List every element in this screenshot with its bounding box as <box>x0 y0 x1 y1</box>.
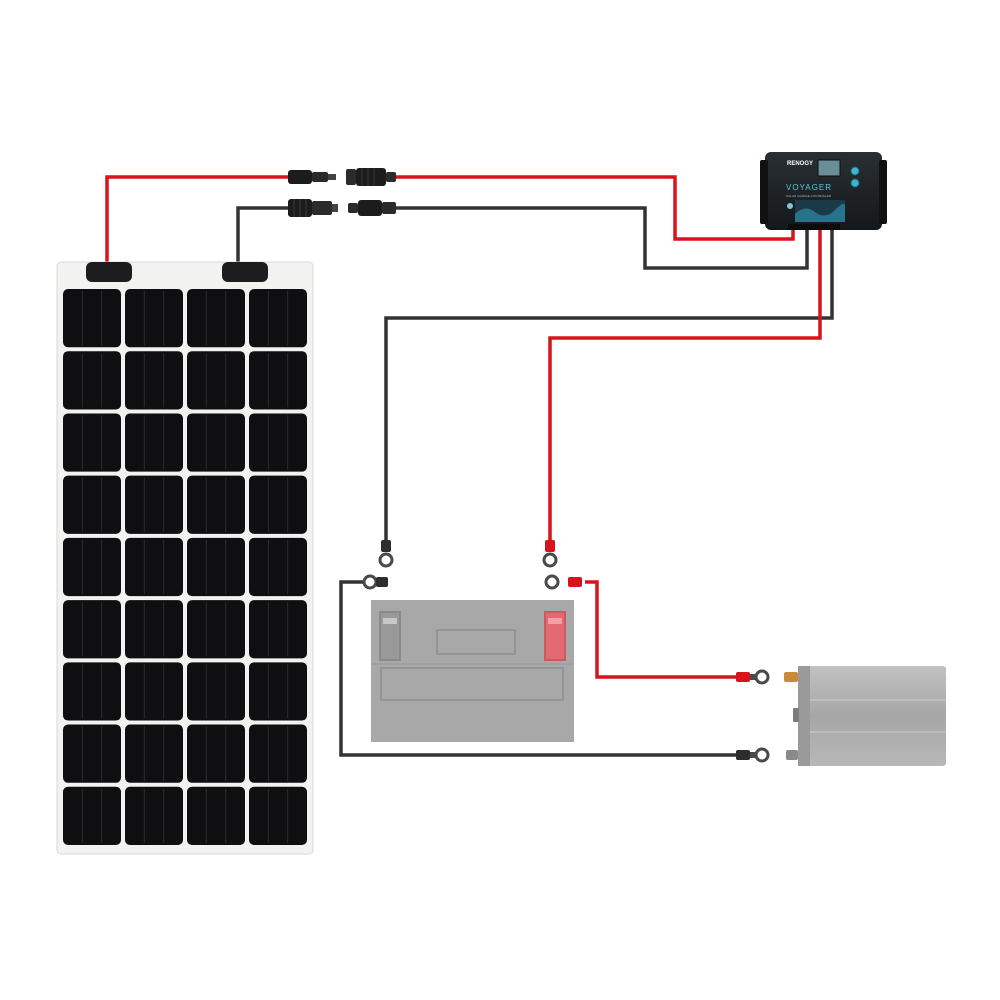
solar-cell <box>187 351 245 410</box>
controller-wave-graphic <box>795 203 845 222</box>
solar-cell <box>249 475 307 534</box>
charge-controller: RENOGY VOYAGER SOLAR CHARGE CONTROLLER <box>760 152 887 230</box>
wire-battery-negative-to-inverter <box>339 580 742 757</box>
controller-button-down-icon <box>850 178 860 188</box>
inverter <box>784 666 946 766</box>
wire-controller-battery-negative <box>384 228 834 543</box>
solar-cell <box>187 413 245 472</box>
solar-cell <box>63 475 121 534</box>
solar-cell <box>125 413 183 472</box>
ring-terminal-red-inverter-icon <box>736 669 770 685</box>
solar-cell <box>125 537 183 597</box>
mc4-female-connector-top-icon <box>346 168 396 186</box>
solar-cell <box>63 600 121 659</box>
controller-shield-icon <box>787 203 793 209</box>
wire-panel-negative <box>236 206 288 268</box>
inverter-body <box>798 666 946 766</box>
wire-panel-positive <box>105 175 288 268</box>
solar-cell <box>125 289 183 348</box>
wire-mc4-negative-to-controller <box>396 206 809 270</box>
battery <box>371 600 574 742</box>
controller-brand: RENOGY <box>787 161 813 167</box>
solar-cell <box>187 600 245 659</box>
solar-cell <box>125 600 183 659</box>
wire-controller-battery-positive <box>548 228 822 543</box>
ring-terminal-black-top-icon <box>378 540 394 568</box>
solar-cell <box>125 475 183 534</box>
solar-cell <box>63 351 121 410</box>
controller-button-up-icon <box>850 166 860 176</box>
ring-terminal-red-side-icon <box>544 574 582 590</box>
solar-cell <box>125 351 183 410</box>
solar-cell <box>249 537 307 597</box>
solar-cell <box>125 662 183 721</box>
battery-lid-line <box>380 667 564 701</box>
inverter-positive-lug-icon <box>784 672 798 682</box>
solar-cell <box>125 724 183 783</box>
inverter-end-plate <box>798 666 810 766</box>
solar-cell <box>187 662 245 721</box>
ring-terminal-black-side-icon <box>362 574 388 590</box>
battery-label-window <box>436 629 516 655</box>
solar-cell <box>249 289 307 348</box>
mc4-male-connector-top-icon <box>288 170 336 184</box>
solar-cell <box>249 413 307 472</box>
inverter-negative-lug-icon <box>786 750 798 760</box>
solar-cell <box>249 662 307 721</box>
solar-cell <box>63 724 121 783</box>
solar-cell <box>249 786 307 845</box>
solar-cell <box>63 662 121 721</box>
solar-cell <box>63 413 121 472</box>
solar-cell <box>187 786 245 845</box>
battery-body <box>371 600 574 742</box>
inverter-switch-icon <box>793 708 799 722</box>
battery-cable-terminals <box>362 540 582 590</box>
solar-cell <box>63 537 121 597</box>
solar-cell <box>249 600 307 659</box>
mc4-male-connector-bottom-icon <box>348 200 396 216</box>
solar-cell <box>187 475 245 534</box>
solar-cell <box>249 724 307 783</box>
solar-cell <box>63 786 121 845</box>
ring-terminal-red-top-icon <box>542 540 558 568</box>
wire-battery-positive-to-inverter <box>585 580 742 679</box>
controller-mount-left <box>760 160 768 224</box>
ring-terminal-black-inverter-icon <box>736 747 770 763</box>
wires <box>105 175 834 757</box>
solar-cell <box>187 724 245 783</box>
solar-cells <box>63 289 307 845</box>
controller-display <box>817 159 841 177</box>
mc4-female-connector-bottom-icon <box>288 199 338 217</box>
solar-cell <box>125 786 183 845</box>
solar-cell <box>63 289 121 348</box>
controller-mount-right <box>879 160 887 224</box>
solar-panel <box>56 261 314 855</box>
mc4-connectors <box>288 168 396 217</box>
inverter-cable-terminals <box>736 669 770 763</box>
wire-mc4-positive-to-controller <box>396 175 795 241</box>
solar-cell <box>187 537 245 597</box>
junction-box-negative-icon <box>222 262 268 282</box>
controller-subtitle: SOLAR CHARGE CONTROLLER <box>786 194 832 198</box>
solar-cell <box>249 351 307 410</box>
controller-model: VOYAGER <box>786 183 832 192</box>
junction-box-positive-icon <box>86 262 132 282</box>
controller-terminals <box>788 224 840 230</box>
solar-cell <box>187 289 245 348</box>
